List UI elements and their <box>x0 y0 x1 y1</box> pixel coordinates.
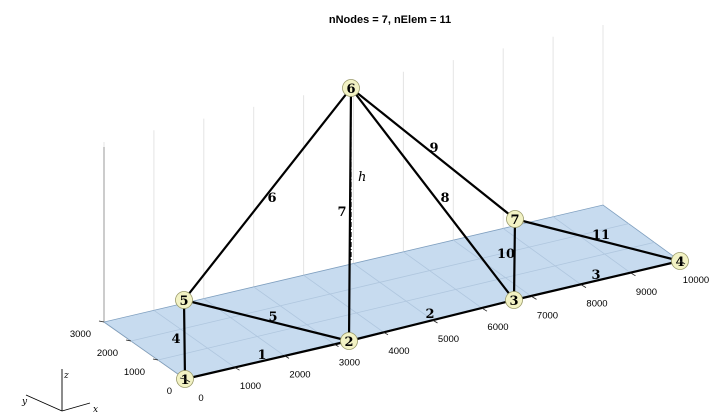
x-tick-mark <box>333 343 339 347</box>
plane-grid <box>130 216 655 368</box>
x-tick-mark <box>382 331 389 336</box>
x-tick-mark <box>580 284 587 288</box>
triad-y-axis <box>25 394 63 412</box>
triad-z-label: z <box>63 371 69 381</box>
y-tick-label: 0 <box>167 386 172 397</box>
x-tick-label: 9000 <box>636 287 657 298</box>
member-3 <box>512 259 682 302</box>
y-tick-mark <box>98 320 105 323</box>
node-marker <box>342 79 360 97</box>
element-labels: 1 2 3 4 5 6 7 8 9 10 11 <box>171 141 610 363</box>
x-tick-mark <box>283 355 290 359</box>
y-tick-mark <box>125 339 132 342</box>
element-label-9: 9 <box>429 141 438 156</box>
element-label-5: 5 <box>268 310 277 325</box>
member-7 <box>347 86 353 343</box>
node-marker <box>506 210 524 228</box>
member-6 <box>182 86 353 302</box>
x-tick-label: 3000 <box>339 358 360 369</box>
plane-grid-line <box>453 239 532 297</box>
y-tick-label: 1000 <box>124 367 145 378</box>
member-11 <box>513 217 682 263</box>
plane-grid-line <box>157 241 655 361</box>
plot-title: nNodes = 7, nElem = 11 <box>329 14 451 26</box>
node-label: 3 <box>509 294 518 309</box>
plane-grid-line <box>130 223 629 342</box>
y-tick-label: 3000 <box>70 329 91 340</box>
y-axis-ticks: 0 1000 2000 3000 <box>70 320 186 397</box>
node-label: 4 <box>675 255 684 270</box>
element-label-11: 11 <box>592 228 610 243</box>
node-label: 2 <box>344 335 353 350</box>
element-label-4: 4 <box>171 332 180 347</box>
element-label-6: 6 <box>267 191 276 206</box>
member-1 <box>183 339 351 381</box>
node-label: 6 <box>346 82 355 97</box>
member-5 <box>182 298 351 343</box>
node-6: 6 <box>342 79 360 97</box>
x-tick-mark <box>531 296 537 300</box>
element-label-1: 1 <box>257 348 266 363</box>
triad-x-label: x <box>93 405 98 415</box>
height-label: h <box>358 170 366 185</box>
element-label-10: 10 <box>497 247 515 262</box>
x-tick-label: 6000 <box>487 322 508 333</box>
triad-y-label: y <box>21 397 28 407</box>
node-3: 3 <box>505 291 523 309</box>
element-label-7: 7 <box>337 205 346 220</box>
y-tick-mark <box>152 358 159 361</box>
plane-grid-line <box>403 251 483 309</box>
node-marker <box>175 291 193 309</box>
y-tick-mark <box>179 377 186 380</box>
node-label: 1 <box>180 373 189 388</box>
element-label-2: 2 <box>425 307 434 322</box>
triad-x-axis <box>61 402 91 412</box>
x-tick-mark <box>234 366 240 371</box>
x-tick-mark <box>184 378 191 383</box>
truss-members <box>182 86 682 381</box>
member-2 <box>347 298 516 343</box>
node-marker <box>340 332 358 350</box>
element-label-3: 3 <box>591 268 600 283</box>
plane-grid-line <box>303 274 384 333</box>
plane-grid-line <box>502 228 582 285</box>
plane-grid-line <box>353 263 433 321</box>
x-tick-label: 7000 <box>537 310 558 321</box>
x-tick-label: 5000 <box>438 334 459 345</box>
axes-triad: z x y <box>21 369 98 415</box>
x-axis-ticks: 0 1000 2000 3000 4000 5000 6000 7000 8000 9000 100… <box>184 260 709 404</box>
x-tick-label: 4000 <box>388 346 409 357</box>
node-label: 5 <box>179 294 188 309</box>
node-label: 7 <box>510 213 519 228</box>
truss-nodes: 1 2 3 4 5 6 7 <box>175 79 689 388</box>
x-tick-mark <box>432 319 438 324</box>
member-4 <box>182 298 187 381</box>
x-tick-mark <box>630 272 636 277</box>
node-2: 2 <box>340 332 358 350</box>
node-5: 5 <box>175 291 193 309</box>
x-tick-label: 10000 <box>683 275 709 286</box>
node-marker <box>505 291 523 309</box>
plane-grid-line <box>153 309 235 368</box>
x-tick-label: 1000 <box>240 381 261 392</box>
node-7: 7 <box>506 210 524 228</box>
x-tick-mark <box>679 260 686 265</box>
element-label-8: 8 <box>440 191 449 206</box>
member-10 <box>512 217 517 302</box>
y-tick-label: 2000 <box>97 348 118 359</box>
x-tick-label: 8000 <box>586 299 607 310</box>
member-8 <box>349 86 516 302</box>
member-9 <box>349 86 517 221</box>
x-tick-mark <box>481 307 488 312</box>
plane-grid-line <box>552 216 631 274</box>
x-tick-label: 0 <box>198 393 203 404</box>
x-tick-label: 2000 <box>289 369 310 380</box>
